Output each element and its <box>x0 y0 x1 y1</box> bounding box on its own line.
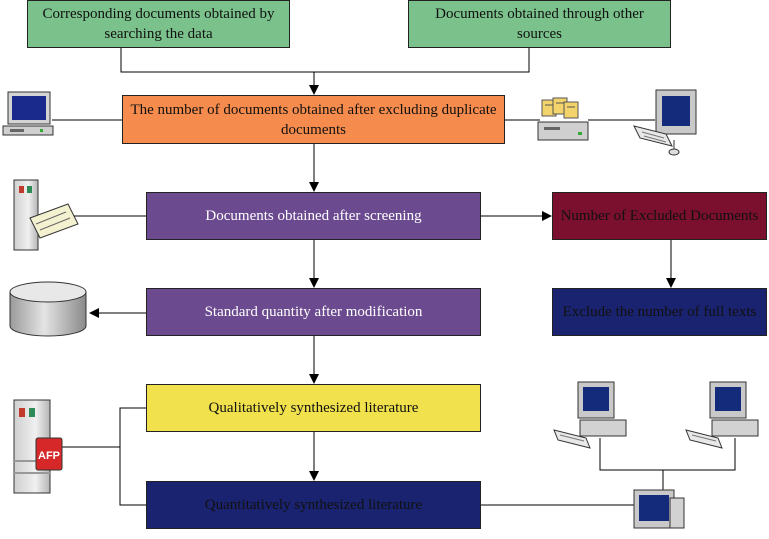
network-pc-left-icon <box>553 381 627 449</box>
database-icon <box>9 281 87 337</box>
afp-label: AFP <box>38 450 60 462</box>
box-corresponding-documents: Corresponding documents obtained by sear… <box>27 0 290 48</box>
box-other-sources: Documents obtained through other sources <box>408 0 671 48</box>
connector-network-tree <box>599 438 736 471</box>
mail-server-icon <box>13 179 79 251</box>
connector-afp-server <box>119 407 146 506</box>
workstation-icon <box>633 89 697 156</box>
box-after-screening: Documents obtained after screening <box>146 192 481 240</box>
network-pc-bottom-icon <box>633 489 685 529</box>
desktop-computer-icon <box>2 91 54 136</box>
box-quantitative-synthesis: Quantitatively synthesized literature <box>146 481 481 529</box>
afp-server-icon: AFP <box>13 399 63 494</box>
box-standard-quantity: Standard quantity after modification <box>146 288 481 336</box>
box-excluded-full-texts: Exclude the number of full texts <box>552 288 767 336</box>
network-pc-right-icon <box>685 381 759 449</box>
document-workstation-icon <box>537 97 589 141</box>
merge-connector <box>120 48 530 95</box>
box-after-deduplication: The number of documents obtained after e… <box>122 95 505 144</box>
box-excluded-documents: Number of Excluded Documents <box>552 192 767 240</box>
box-qualitative-synthesis: Qualitatively synthesized literature <box>146 384 481 432</box>
